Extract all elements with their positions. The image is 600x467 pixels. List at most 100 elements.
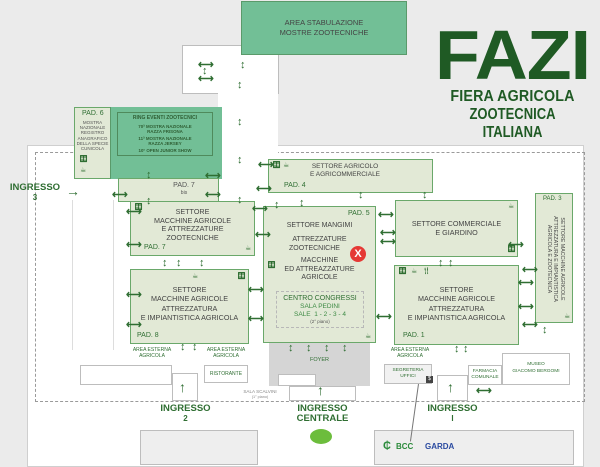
toilet-icon: 🚻︎ — [237, 273, 246, 280]
pad-1-line: SETTORE — [439, 285, 474, 294]
segreteria-uffici[interactable]: SEGRETERIA UFFICI — [384, 364, 432, 384]
toilet-icon: 🚻︎ — [507, 246, 516, 253]
ingresso-1[interactable]: INGRESSO I — [425, 404, 480, 424]
congressi-title: CENTRO CONGRESSI — [283, 295, 357, 302]
two-way-arrow-icon: ⟷ — [518, 277, 534, 289]
ring-title: RING EVENTI ZOOTECNICI — [132, 115, 198, 121]
congressi-piano: (2° piano) — [310, 319, 330, 324]
pad-4[interactable]: 🚻︎ ☕︎ SETTORE AGRICOLO E AGRICOMMERCIALE… — [268, 159, 433, 193]
coffee-icon: ☕︎ — [508, 203, 515, 210]
centro-congressi[interactable]: CENTRO CONGRESSI SALA PEDINI SALE 1 - 2 … — [276, 291, 364, 328]
sala-scalvini-label: SALA SCALVINI (1° piano) — [236, 389, 284, 400]
entrance-arrow-icon: → — [66, 183, 80, 199]
pad-7bis-text: PAD. 7 bis — [169, 181, 199, 197]
bcc-garda-building[interactable]: ₵ BCC GARDA — [374, 430, 574, 465]
area-stabulazione[interactable]: AREA STABULAZIONE MOSTRE ZOOTECNICHE — [241, 1, 407, 55]
pad-1-line: MACCHINE AGRICOLE — [417, 293, 496, 303]
pad-5-label: PAD. 5 — [348, 210, 370, 217]
ingresso-2[interactable]: INGRESSO 2 — [158, 404, 213, 424]
pad-1-line: ATTREZZATURA — [428, 304, 485, 313]
ingresso-centrale[interactable]: INGRESSO CENTRALE — [288, 404, 357, 424]
pad6-desc: ANAGRAFICO — [77, 135, 108, 141]
two-way-arrow-icon: ↕ — [448, 257, 454, 269]
two-way-arrow-icon: ↕ — [237, 194, 243, 206]
entrance-arrow-icon: ↑ — [317, 382, 324, 398]
coffee-icon: ☕︎ — [245, 245, 252, 252]
pad-7-bis[interactable]: PAD. 7 bis — [118, 178, 219, 202]
coffee-icon: ☕︎ — [192, 273, 199, 280]
location-marker[interactable]: X — [350, 246, 366, 262]
pad6-desc: MOSTRA — [82, 120, 103, 125]
fazi-logo: FAZI FIERA AGRICOLA ZOOTECNICA ITALIANA — [425, 20, 600, 142]
commerciale-line: SETTORE COMMERCIALE — [411, 219, 502, 228]
two-way-arrow-icon: ↕ — [146, 195, 152, 207]
pad-5-line: ATTREZZATURE — [292, 236, 347, 243]
ingresso-centrale-line1: INGRESSO — [297, 403, 348, 414]
sala-scalvini[interactable] — [278, 374, 316, 386]
ingresso-3-line2: 3 — [32, 193, 38, 202]
two-way-arrow-icon: ⟷ — [378, 209, 394, 221]
pad-5[interactable]: PAD. 5 SETTORE MANGIMI ATTREZZATURE ZOOT… — [263, 206, 376, 343]
ristorante[interactable]: RISTORANTE — [204, 365, 248, 383]
settore-commerciale[interactable]: ☕︎ SETTORE COMMERCIALE E GIARDINO 🚻︎ — [395, 200, 518, 257]
pad-7[interactable]: 🚻︎ SETTORE MACCHINE AGRICOLE E ATTREZZAT… — [130, 201, 255, 256]
entrance-arrow-icon: ↑ — [179, 379, 186, 395]
two-way-arrow-icon: ⟷ — [522, 319, 538, 331]
coffee-icon: ☕︎ — [283, 162, 290, 169]
roundabout — [310, 429, 332, 444]
pad-3-line: ATTREZZATURA E IMPIANTISTICA — [552, 216, 559, 302]
two-way-arrow-icon: ⟷ — [376, 311, 392, 323]
pad-7bis-sub: bis — [180, 190, 188, 196]
two-way-arrow-icon: ⟷ — [252, 203, 268, 215]
ring-line: RAZZA JERSEY — [148, 141, 182, 146]
north-path — [218, 62, 278, 162]
museo-line: MUSEO — [527, 362, 545, 367]
sala-scalvini-name: SALA SCALVINI — [243, 389, 277, 394]
area-esterna-l2: AGRICOLA — [139, 353, 165, 359]
pad6-desc: CUNICOLA — [80, 146, 105, 152]
pad-7-label: PAD. 7 — [144, 244, 166, 251]
pad-7-line: MACCHINE AGRICOLE — [153, 215, 232, 225]
ingresso-centrale-gate[interactable] — [289, 386, 356, 401]
pad-5-line: ED ATTREAZZATURE — [284, 265, 355, 273]
two-way-arrow-icon: ⟷ — [522, 264, 538, 276]
pad-7-line: ZOOTECNICHE — [166, 232, 219, 242]
two-way-arrow-icon: ↕ — [324, 342, 330, 354]
ingresso-2-gate[interactable] — [172, 373, 198, 401]
pad-3[interactable]: PAD. 3 SETTORE MACCHINE AGRICOLE ATTREZZ… — [535, 193, 573, 323]
area-esterna-l1: AREA ESTERNA — [206, 347, 246, 353]
pad-8-line: E IMPIANTISTICA AGRICOLA — [140, 312, 239, 322]
farmacia-comunale[interactable]: FARMACIA COMUNALE — [468, 365, 502, 385]
coffee-icon: ☕︎ — [365, 333, 372, 340]
two-way-arrow-icon: ↕ — [192, 341, 198, 353]
pad-8[interactable]: ☕︎ 🚻︎ SETTORE MACCHINE AGRICOLE ATTREZZA… — [130, 269, 249, 344]
ring-eventi[interactable] — [110, 106, 222, 179]
two-way-arrow-icon: ↕ — [299, 197, 305, 209]
pad-1[interactable]: 🚻︎ ☕︎ 🍴︎ SETTORE MACCHINE AGRICOLE ATTRE… — [394, 265, 519, 345]
ring-line: 70ª MOSTRA NAZIONALE — [138, 124, 192, 129]
two-way-arrow-icon: ⟷ — [476, 385, 492, 397]
ingresso-3[interactable]: INGRESSO 3 — [6, 183, 64, 203]
two-way-arrow-icon: ⟷ — [380, 227, 396, 239]
pad-5-line: ZOOTECNICHE — [289, 244, 340, 252]
area-esterna-l2: AGRICOLA — [213, 353, 239, 359]
two-way-arrow-icon: ↕ — [237, 79, 243, 91]
two-way-arrow-icon: ↕ — [274, 199, 280, 211]
coffee-icon: ☕︎ — [564, 313, 571, 320]
museo-giacomo-bergomi[interactable]: MUSEO GIACOMO BERGOMI — [502, 353, 570, 385]
pad6-desc: REGISTRO — [80, 130, 105, 136]
segreteria-line: UFFICI — [400, 374, 416, 379]
area-esterna-l1: AREA ESTERNA — [390, 347, 430, 353]
ingresso-1-gate[interactable] — [437, 375, 468, 401]
two-way-arrow-icon: ⟷ — [380, 236, 396, 248]
logo-subtitle-2: ZOOTECNICA ITALIANA — [469, 106, 556, 141]
two-way-arrow-icon: ↕ — [240, 59, 246, 71]
pad-7-line: SETTORE — [175, 207, 210, 216]
two-way-arrow-icon: ⟷ — [256, 183, 272, 195]
toilet-icon: 🚻︎ — [267, 262, 276, 269]
bcc-label: BCC — [396, 442, 414, 451]
bottom-left-lot — [140, 430, 258, 465]
coffee-icon: ☕︎ — [80, 167, 87, 174]
pad-8-line: ATTREZZATURA — [161, 304, 218, 313]
toilet-icon: 🚻︎ — [398, 268, 407, 275]
